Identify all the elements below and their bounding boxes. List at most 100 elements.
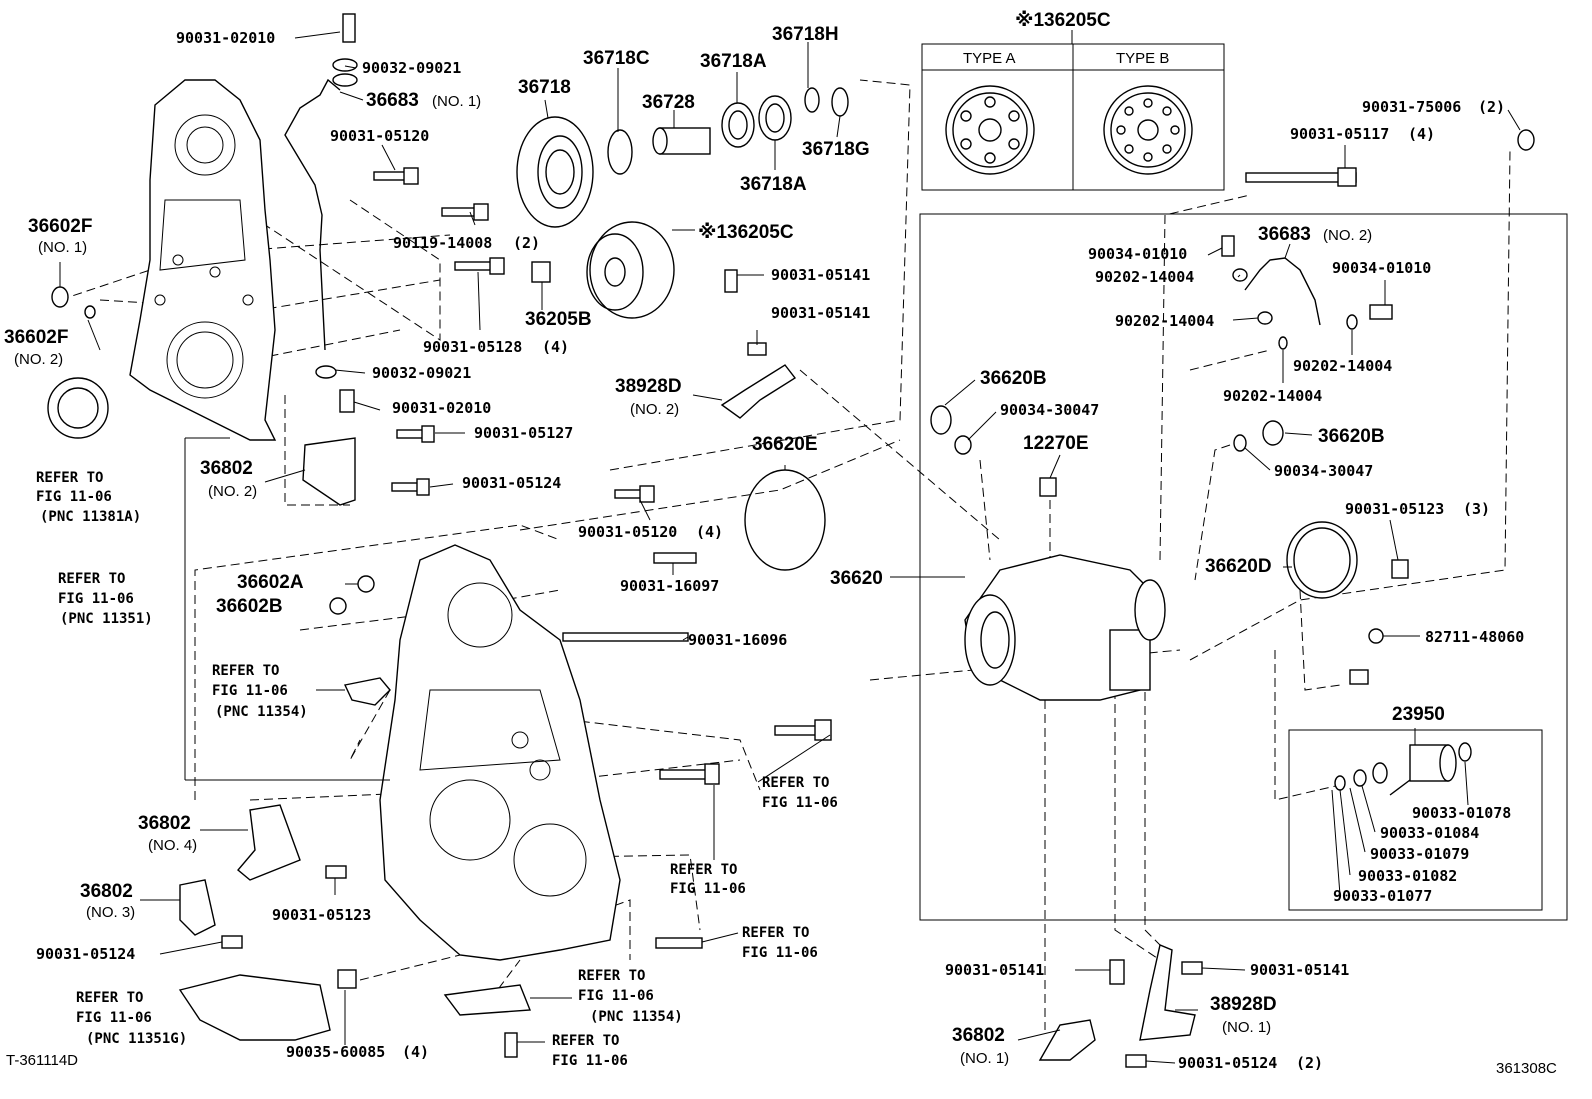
driven-gear-136205c-part (586, 221, 675, 319)
plate-11354-part (443, 984, 532, 1016)
gasket-36602b (329, 597, 347, 615)
ref-r02-line3: (PNC 11351) (60, 611, 153, 627)
ref-r09-line2: FIG 11-06 (552, 1053, 628, 1069)
part-label-p15: 36718C (583, 48, 650, 69)
extension-housing-part (964, 554, 1166, 701)
part-note-p07: (NO. 2) (14, 351, 63, 368)
part-label-p03: 36683 (366, 90, 419, 111)
part-label-p61: 90031-05141 (945, 961, 1044, 979)
part-qty-p08: (4) (542, 338, 569, 356)
part-label-p49: 82711-48060 (1425, 628, 1524, 646)
ref-r03-line1: REFER TO (212, 663, 279, 679)
plug-36602a (357, 575, 375, 593)
stud-90031-16096 (562, 632, 689, 642)
part-label-p04: 90031-05120 (330, 127, 429, 145)
snap-ring-36718h (804, 87, 820, 113)
part-label-p28: 90031-16097 (620, 577, 719, 595)
plug-36620b-right (1262, 420, 1284, 446)
part-note-p06: (NO. 1) (38, 239, 87, 256)
part-label-p16: 36728 (642, 92, 695, 113)
part-label-p24: 90031-05141 (771, 304, 870, 322)
type-table-title: ※136205C (1015, 10, 1111, 31)
part-qty-p65: (2) (1296, 1054, 1323, 1072)
bracket-36802-no2 (302, 437, 356, 506)
stud-90031-16097 (653, 552, 697, 564)
type-b-label: TYPE B (1116, 50, 1169, 67)
part-label-p60: 90035-60085 (286, 1043, 385, 1061)
ref-r04-line1: REFER TO (762, 775, 829, 791)
oil-pipe-no1-part (284, 78, 341, 351)
o-ring-36602f-no1 (51, 286, 69, 308)
ref-r09-line1: REFER TO (552, 1033, 619, 1049)
front-cover-part (129, 79, 277, 441)
union-bolt-top-part (342, 13, 356, 43)
speed-sensor-23950-part (1334, 742, 1472, 796)
part-note-p56: (NO. 4) (148, 837, 197, 854)
part-label-p59: 90031-05124 (36, 945, 135, 963)
ref-r01-line3: (PNC 11381A) (40, 509, 141, 525)
part-label-p12: 36802 (200, 458, 253, 479)
part-label-p33: 90031-75006 (1362, 98, 1461, 116)
plug-36620b-left (930, 405, 952, 435)
snap-ring-36718c (607, 129, 633, 175)
part-label-p07: 36602F (4, 327, 68, 348)
o-ring-36620e (744, 469, 826, 571)
ref-r07-line1: REFER TO (578, 968, 645, 984)
bracket-36802-no1 (1038, 1019, 1096, 1061)
bearing-36718a-part (721, 95, 792, 148)
part-label-p10: 90031-02010 (392, 399, 491, 417)
o-ring-36602f-no2 (84, 305, 96, 319)
part-label-p34: 90031-05117 (1290, 125, 1389, 143)
ref-r06-line1: REFER TO (742, 925, 809, 941)
part-label-p32: 36620 (830, 568, 883, 589)
ref-r07-line2: FIG 11-06 (578, 988, 654, 1004)
part-label-p37: 90202-14004 (1095, 268, 1194, 286)
part-qty-p05: (2) (513, 234, 540, 252)
oil-pipe-no2-part (1244, 257, 1321, 326)
gear-36718-part (516, 116, 594, 228)
sleeve-36728-part (652, 127, 711, 155)
part-label-p42: 36620B (980, 368, 1047, 389)
part-qty-p27: (4) (696, 523, 723, 541)
ref-r05-line2: FIG 11-06 (670, 881, 746, 897)
part-label-p52: 90033-01084 (1380, 824, 1479, 842)
part-label-p65: 90031-05124 (1178, 1054, 1277, 1072)
part-label-p22: 36205B (525, 309, 592, 330)
part-label-p09: 90032-09021 (372, 364, 471, 382)
reference-labels: REFER TO FIG 11-06 (PNC 11381A) REFER TO… (36, 470, 838, 1069)
part-label-p50: 23950 (1392, 704, 1445, 725)
part-note-p03: (NO. 1) (432, 93, 481, 110)
part-label-p36: 36683 (1258, 224, 1311, 245)
part-label-p63: 38928D (1210, 994, 1277, 1015)
part-label-p27: 90031-05120 (578, 523, 677, 541)
part-label-p02: 90032-09021 (362, 59, 461, 77)
part-label-p29: 36602A (237, 572, 304, 593)
part-label-p44: 12270E (1023, 433, 1089, 454)
ring-36718g (831, 87, 849, 117)
part-label-p01: 90031-02010 (176, 29, 275, 47)
part-label-p14: 36718 (518, 77, 571, 98)
part-label-p40: 90202-14004 (1293, 357, 1392, 375)
oil-seal-part (47, 377, 109, 439)
type-b-gear-icon (1103, 85, 1193, 175)
part-label-p26: 36620E (752, 434, 818, 455)
part-note-p64: (NO. 1) (960, 1050, 1009, 1067)
ref-r08-line3: (PNC 11351G) (86, 1031, 187, 1047)
mount-bracket-part (178, 974, 331, 1041)
collar-90035-60085 (337, 969, 357, 989)
part-label-p54: 90033-01082 (1358, 867, 1457, 885)
part-label-p48: 36620D (1205, 556, 1272, 577)
bolts-upper (373, 167, 505, 496)
bracket-38928d-no1 (1139, 944, 1196, 1041)
part-label-p08: 90031-05128 (423, 338, 522, 356)
part-note-p57: (NO. 3) (86, 904, 135, 921)
gear-type-table: ※136205C TYPE A TYPE B (921, 10, 1225, 191)
bushing-36205b (531, 261, 551, 283)
part-label-p30: 36602B (216, 596, 283, 617)
part-label-p64: 36802 (952, 1025, 1005, 1046)
part-label-p58: 90031-05123 (272, 906, 371, 924)
part-note-p63: (NO. 1) (1222, 1019, 1271, 1036)
part-label-p55: 90033-01077 (1333, 887, 1432, 905)
part-label-p23: 90031-05141 (771, 266, 870, 284)
